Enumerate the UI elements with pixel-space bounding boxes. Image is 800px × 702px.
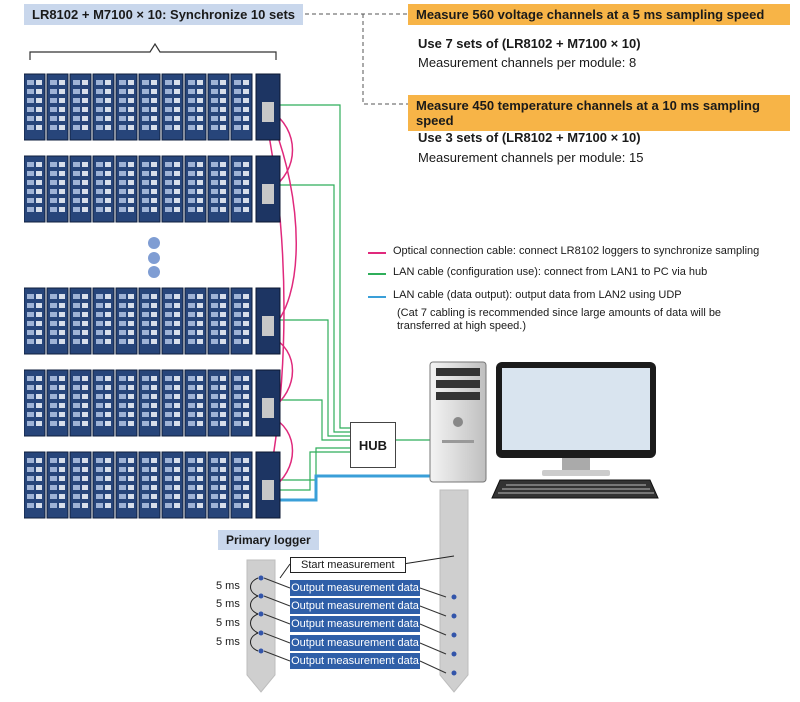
interval-label: 5 ms	[216, 617, 240, 629]
output-data-box: Output measurement data	[290, 598, 420, 614]
interval-label: 5 ms	[216, 580, 240, 592]
measurement-module	[24, 73, 46, 141]
measurement-module	[207, 287, 230, 355]
interval-label: 5 ms	[216, 598, 240, 610]
logger-rack	[24, 451, 281, 519]
hub-box: HUB	[350, 422, 396, 468]
measurement-module	[184, 287, 207, 355]
measurement-module	[230, 287, 253, 355]
cat7-note-line2: transferred at high speed.)	[397, 320, 527, 332]
sync-title: LR8102 + M7100 × 10: Synchronize 10 sets	[24, 4, 304, 25]
measurement-module	[230, 155, 253, 223]
output-data-box: Output measurement data	[290, 653, 420, 669]
lan-config-cables	[278, 104, 430, 491]
measurement-module	[138, 155, 161, 223]
measurement-module	[161, 155, 184, 223]
lan-data-legend-label: LAN cable (data output): output data fro…	[393, 289, 682, 301]
pc-tower-icon	[428, 360, 488, 486]
measurement-module	[207, 369, 230, 437]
measurement-module	[207, 451, 230, 519]
measurement-module	[24, 287, 46, 355]
measurement-module	[69, 155, 92, 223]
measurement-module	[115, 369, 138, 437]
logger-rack	[24, 73, 281, 141]
lr8102-logger	[255, 73, 281, 141]
output-data-box: Output measurement data	[290, 635, 420, 651]
lan-config-legend-label: LAN cable (configuration use): connect f…	[393, 266, 708, 278]
measurement-module	[24, 451, 46, 519]
measurement-module	[69, 73, 92, 141]
measurement-module	[24, 369, 46, 437]
measurement-module	[24, 155, 46, 223]
timeline-dots	[258, 575, 457, 676]
measurement-module	[161, 369, 184, 437]
measurement-module	[230, 369, 253, 437]
callout-lines	[284, 13, 408, 105]
measurement-module	[115, 73, 138, 141]
measurement-module	[46, 155, 69, 223]
keyboard-icon	[490, 478, 660, 502]
temperature-title: Measure 450 temperature channels at a 10…	[408, 95, 790, 131]
ellipsis-dots	[148, 237, 160, 278]
voltage-title: Measure 560 voltage channels at a 5 ms s…	[408, 4, 790, 25]
measurement-module	[184, 155, 207, 223]
measurement-module	[46, 287, 69, 355]
measurement-module	[138, 287, 161, 355]
start-measurement-box: Start measurement	[290, 557, 406, 573]
interval-label: 5 ms	[216, 636, 240, 648]
output-data-box: Output measurement data	[290, 616, 420, 632]
lan-data-legend-swatch	[368, 296, 386, 298]
measurement-module	[92, 73, 115, 141]
optical-legend-label: Optical connection cable: connect LR8102…	[393, 245, 760, 257]
measurement-module	[138, 369, 161, 437]
measurement-module	[184, 451, 207, 519]
measurement-module	[46, 451, 69, 519]
measurement-module	[138, 73, 161, 141]
measurement-module	[184, 369, 207, 437]
measurement-module	[69, 287, 92, 355]
voltage-use: Use 7 sets of (LR8102 + M7100 × 10)	[418, 36, 641, 51]
measurement-module	[92, 451, 115, 519]
logger-rack	[24, 369, 281, 437]
hub-label: HUB	[358, 437, 388, 453]
logger-rack	[24, 287, 281, 355]
measurement-module	[46, 73, 69, 141]
measurement-module	[115, 451, 138, 519]
measurement-module	[184, 73, 207, 141]
measurement-module	[115, 287, 138, 355]
cat7-note-line1: (Cat 7 cabling is recommended since larg…	[397, 307, 722, 319]
measurement-module	[69, 451, 92, 519]
measurement-module	[207, 73, 230, 141]
temperature-use: Use 3 sets of (LR8102 + M7100 × 10)	[418, 130, 641, 145]
optical-legend-swatch	[368, 252, 386, 254]
lan-config-legend-swatch	[368, 273, 386, 275]
timeline-arrows	[246, 489, 469, 693]
voltage-channels: Measurement channels per module: 8	[418, 55, 637, 70]
measurement-module	[161, 287, 184, 355]
measurement-module	[92, 155, 115, 223]
measurement-module	[92, 369, 115, 437]
temperature-channels: Measurement channels per module: 15	[418, 150, 644, 165]
measurement-module	[138, 451, 161, 519]
measurement-module	[69, 369, 92, 437]
lan-data-cable	[278, 474, 430, 502]
monitor-icon	[492, 358, 662, 496]
measurement-module	[46, 369, 69, 437]
measurement-module	[92, 287, 115, 355]
measurement-module	[161, 451, 184, 519]
output-data-box: Output measurement data	[290, 580, 420, 596]
measurement-module	[230, 73, 253, 141]
logger-rack	[24, 155, 281, 223]
measurement-module	[230, 451, 253, 519]
measurement-module	[115, 155, 138, 223]
measurement-module	[161, 73, 184, 141]
measurement-module	[207, 155, 230, 223]
primary-logger-label: Primary logger	[218, 530, 319, 550]
rack-brace	[29, 42, 277, 60]
